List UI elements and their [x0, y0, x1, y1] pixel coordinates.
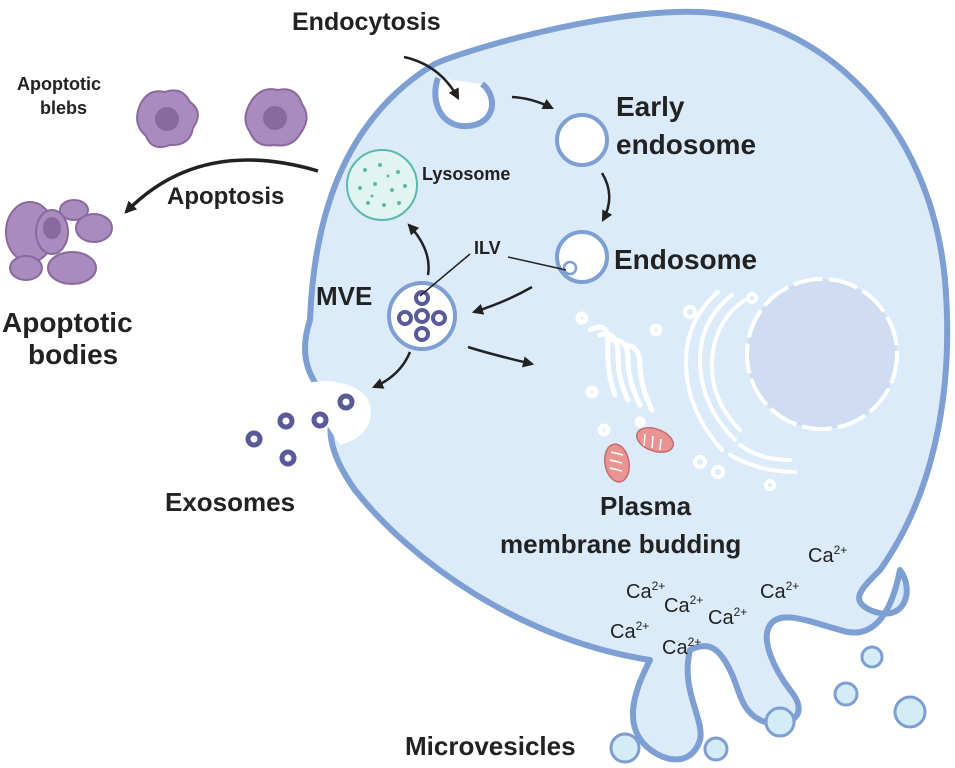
ca-ion: Ca2+ — [664, 593, 703, 617]
lysosome — [346, 149, 418, 221]
label-apoptosis: Apoptosis — [167, 183, 284, 210]
ca-ion: Ca2+ — [808, 543, 847, 567]
label-apoptotic-blebs-2: blebs — [40, 98, 87, 118]
label-mve: MVE — [316, 281, 372, 311]
label-plasma-budding-1: Plasma — [600, 491, 692, 521]
early-endosome-vesicle — [555, 113, 609, 167]
label-apoptotic-bodies-1: Apoptotic — [2, 307, 133, 338]
mitochondrion-1 — [603, 443, 631, 483]
calcium-ions: Ca2+ Ca2+ Ca2+ Ca2+ Ca2+ Ca2+ Ca2+ — [610, 543, 847, 659]
microvesicles-released — [609, 645, 927, 764]
ca-ion: Ca2+ — [610, 619, 649, 643]
ca-ion: Ca2+ — [626, 579, 665, 603]
arrow-endocytosis — [403, 55, 460, 100]
arrow-mve-to-exosomes — [371, 351, 412, 389]
arrow-apoptosis — [124, 158, 319, 214]
arrow-to-early-endosome — [511, 95, 555, 110]
apoptotic-bodies — [5, 199, 113, 285]
endosome-vesicle — [555, 230, 609, 284]
nucleus-with-er — [683, 277, 899, 491]
label-early-endosome-2: endosome — [616, 129, 756, 160]
label-early-endosome-1: Early — [616, 91, 685, 122]
arrow-mve-to-membrane — [467, 345, 535, 368]
label-apoptotic-bodies-2: bodies — [28, 339, 118, 370]
ca-ion: Ca2+ — [708, 605, 747, 629]
ilv-budding — [562, 260, 578, 276]
label-exosomes: Exosomes — [165, 487, 295, 517]
golgi-apparatus — [575, 311, 663, 437]
ca-ion: Ca2+ — [760, 579, 799, 603]
endocytic-pit — [432, 76, 495, 130]
label-endocytosis: Endocytosis — [292, 8, 441, 36]
exosomes-released — [245, 393, 355, 467]
mitochondrion-2 — [636, 427, 674, 453]
exosome-release-notch — [300, 381, 371, 445]
label-apoptotic-blebs-1: Apoptotic — [17, 74, 101, 94]
ilv-pointer-line — [507, 256, 567, 271]
mve-vesicle — [387, 281, 457, 351]
arrow-endosome-to-mve — [471, 285, 533, 315]
label-endosome: Endosome — [614, 244, 757, 275]
arrow-to-endosome — [600, 172, 613, 222]
ca-ion: Ca2+ — [662, 635, 701, 659]
ilv-to-mve-line — [419, 253, 471, 297]
label-lysosome: Lysosome — [422, 164, 510, 184]
apoptotic-bleb-1 — [136, 89, 199, 149]
apoptotic-bleb-2 — [244, 88, 308, 147]
arrow-mve-to-lysosome — [407, 223, 430, 276]
label-microvesicles: Microvesicles — [405, 731, 576, 761]
label-plasma-budding-2: membrane budding — [500, 529, 741, 559]
label-ilv: ILV — [474, 238, 501, 258]
